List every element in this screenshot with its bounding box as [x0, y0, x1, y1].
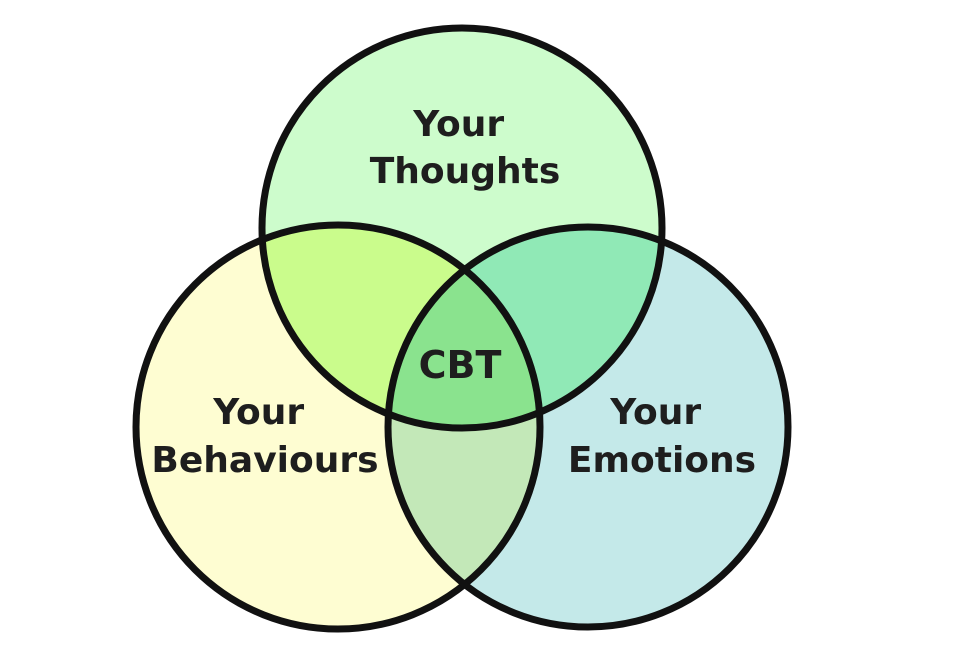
behaviours-circle-outline	[132, 221, 544, 633]
cbt-label: CBT	[419, 343, 502, 387]
thoughts-circle-outline	[258, 24, 666, 432]
thoughts-label: Your Thoughts	[370, 104, 561, 192]
behaviours-label-line2: Behaviours	[151, 440, 378, 481]
emotions-label-line1: Your	[609, 392, 701, 433]
thoughts-label-line1: Your	[412, 104, 504, 145]
behaviours-label: Your Behaviours	[151, 392, 378, 481]
emotions-circle-outline	[384, 223, 792, 631]
emotions-label: Your Emotions	[568, 392, 756, 481]
thoughts-label-line2: Thoughts	[370, 151, 561, 192]
emotions-label-line2: Emotions	[568, 440, 756, 481]
center-overlap	[388, 227, 540, 428]
behaviours-label-line1: Your	[212, 392, 304, 433]
